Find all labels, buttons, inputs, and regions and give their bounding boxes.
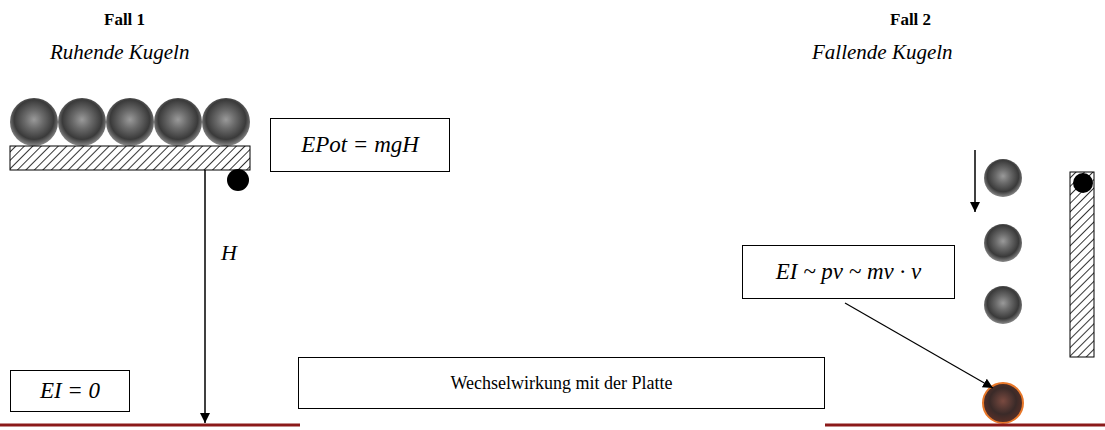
- height-label: H: [219, 240, 239, 266]
- plate-line: [825, 424, 1105, 427]
- pivot-dot: [1073, 173, 1093, 193]
- energy-box: EI = 0: [10, 370, 130, 412]
- plate-line: [0, 424, 300, 427]
- box-text: EI = 0: [40, 378, 100, 404]
- case-subtitle: Fallende Kugeln: [812, 40, 953, 65]
- falling-balls: [983, 159, 1023, 423]
- height-arrow: [204, 170, 206, 423]
- energy-box: EPot = mgH: [270, 118, 450, 172]
- case-subtitle: Ruhende Kugeln: [50, 40, 189, 65]
- interaction-box: Wechselwirkung mit der Platte: [298, 357, 825, 409]
- hatched-plank: [10, 146, 250, 170]
- box-text: EPot = mgH: [301, 132, 419, 158]
- case-heading: Fall 2: [890, 10, 931, 30]
- case-heading: Fall 1: [104, 10, 145, 30]
- box-text: EI ~ pv ~ mv · v: [776, 259, 922, 285]
- box-text: Wechselwirkung mit der Platte: [451, 373, 673, 394]
- resting-balls: [10, 98, 250, 146]
- energy-box: EI ~ pv ~ mv · v: [742, 245, 955, 299]
- hatched-plank: [1070, 172, 1094, 357]
- pivot-dot: [227, 169, 249, 191]
- fall-arrow: [974, 150, 976, 212]
- leader-line: [845, 303, 993, 388]
